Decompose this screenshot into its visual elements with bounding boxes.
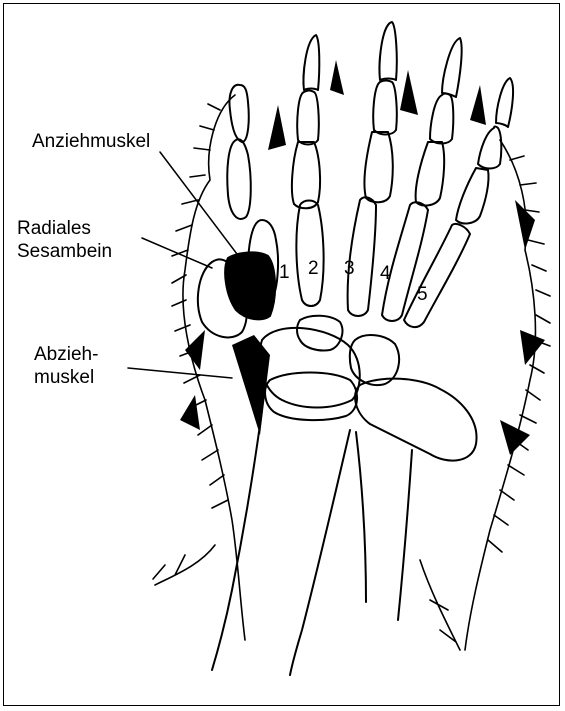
forearm-bones [212,410,412,675]
digit-number-4: 4 [380,263,391,284]
digit-number-1: 1 [279,262,290,283]
leader-lines [128,152,240,378]
digit-number-3: 3 [344,258,355,279]
digit-4-bones [382,38,462,321]
label-abziehmuskel: Abzieh- muskel [34,343,98,389]
carpal-bones [260,316,477,461]
label-radiales-sesambein: Radiales Sesambein [17,217,112,263]
adductor-muscle [225,252,275,319]
label-abzieh-line2: muskel [34,366,98,389]
label-abzieh-line1: Abzieh- [34,343,98,366]
fur-outline [153,95,550,650]
label-radiales-line2: Sesambein [17,240,112,263]
label-radiales-line1: Radiales [17,217,112,240]
label-anziehmuskel: Anziehmuskel [32,130,150,153]
digit-number-5: 5 [417,284,428,305]
leader-radiales-sesambein [142,238,212,268]
digit-number-2: 2 [308,258,319,279]
abductor-muscle [232,335,270,435]
leader-abziehmuskel [128,368,232,378]
